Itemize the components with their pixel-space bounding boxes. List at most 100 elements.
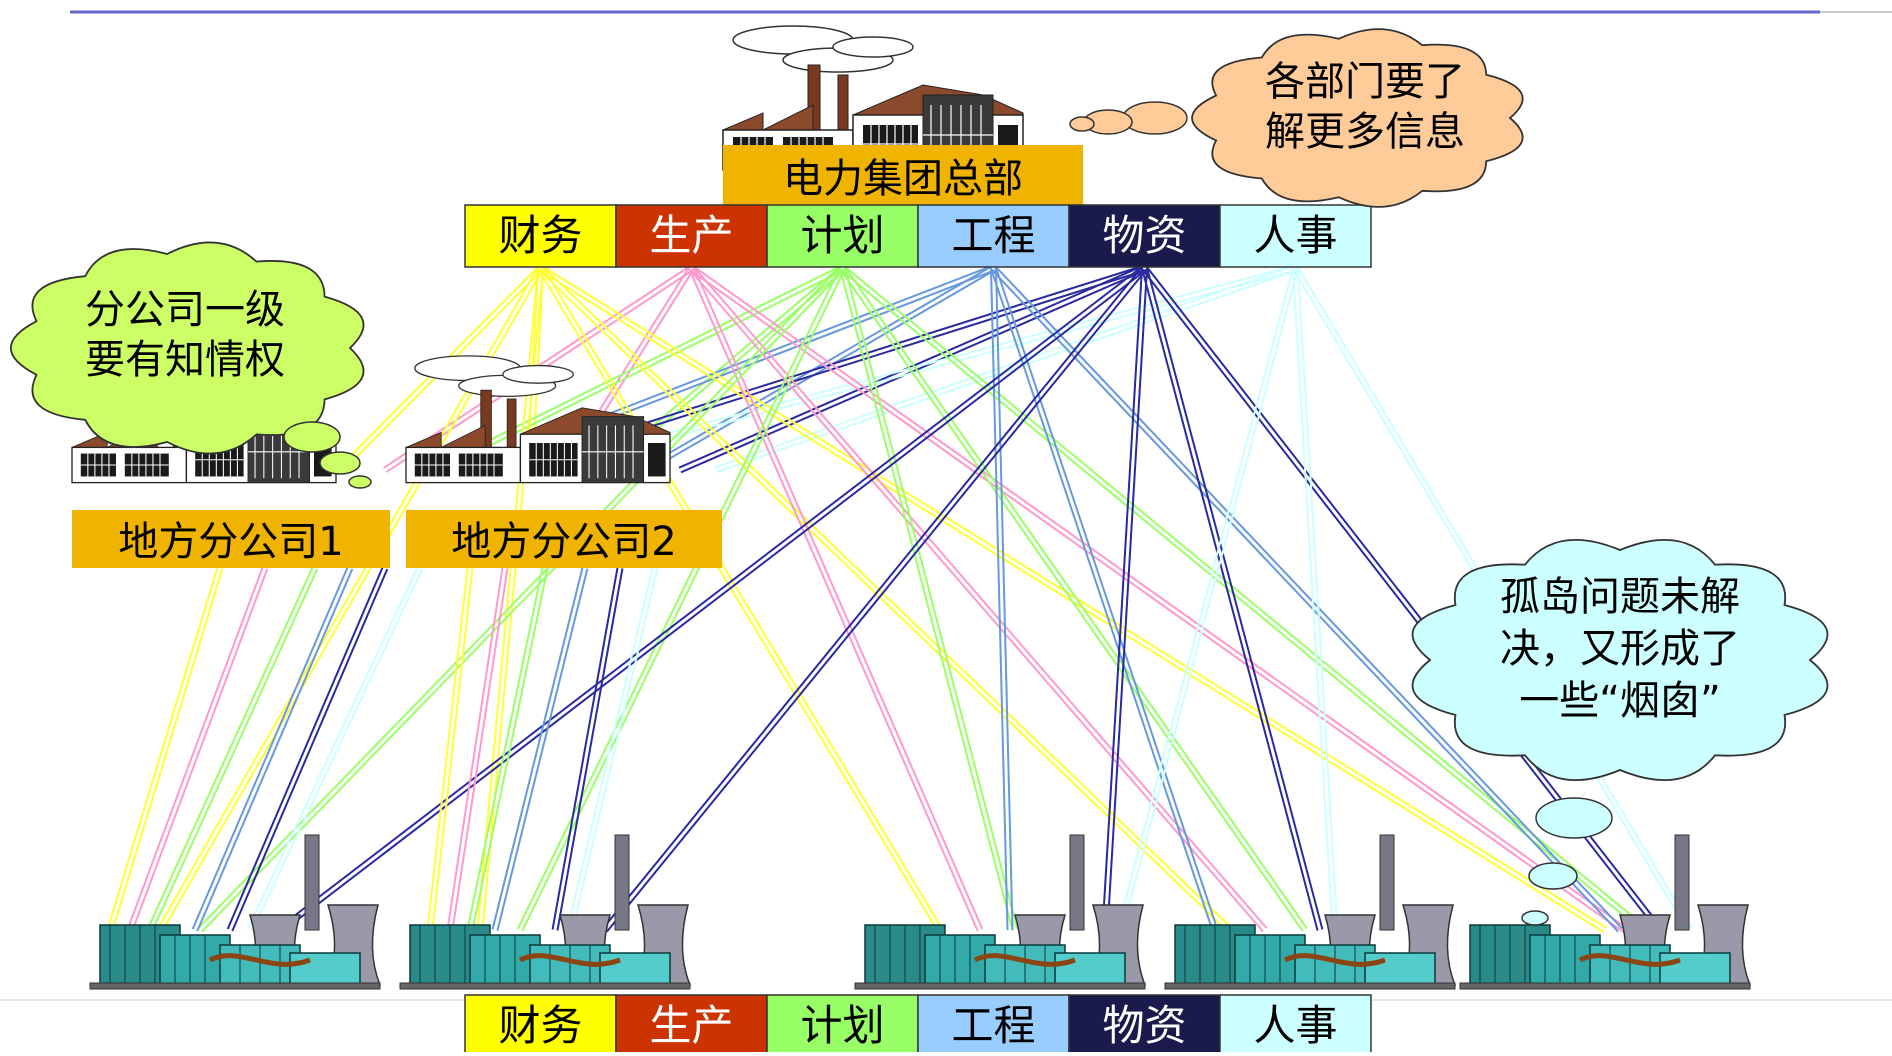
connection-line [541,265,1233,929]
hq-dept-cell-2 [766,204,919,268]
connection-line [1101,267,1144,930]
connection-line [688,268,1264,933]
connection-line [471,568,549,931]
branch-cloud-bubble [348,475,372,489]
connection-line [551,567,619,930]
connection-line [491,567,584,930]
connection-line [843,265,1648,929]
connection-line [571,568,659,931]
connection-line [226,566,384,930]
connection-line [1116,267,1295,930]
connection-line [689,269,1625,933]
plant-dept-cell-2 [766,994,919,1056]
branch1-label: 地方分公司1 [118,519,343,565]
branch-cloud-line-1: 分公司一级 [85,287,285,333]
plants-cloud-bubble [1521,910,1549,926]
plant-dept-label-5: 人事 [1253,1001,1337,1050]
connection-line [606,268,1148,933]
connection-line [839,268,1014,931]
connection-line [1292,268,1334,931]
branch-cloud-bubble [319,451,361,475]
hq-label-bar [723,145,1083,205]
connection-line [131,568,269,932]
hq-dept-label-4: 物资 [1102,211,1186,260]
connection-line [566,567,654,930]
connection-line [1121,268,1299,931]
plant-dept-cell-4 [1068,994,1221,1056]
hq-dept-cell-3 [917,204,1070,268]
connection-line [843,267,1019,930]
branch-thought-cloud: 分公司一级 要有知情权 [9,241,372,489]
plant-dept-cell-0 [464,994,617,1056]
plant-dept-label-1: 生产 [649,1001,733,1050]
connection-line [994,265,1623,929]
hq-dept-cell-1 [615,204,768,268]
hq-thought-cloud: 各部门要了 解更多信息 [1069,28,1524,208]
connection-line [645,269,996,474]
plants-thought-cloud: 孤岛问题未解 决，又形成了 一些“烟囱” [1411,539,1829,926]
connection-line [246,566,419,930]
connection-line [843,265,1308,930]
branch2-label: 地方分公司2 [451,519,676,565]
connection-line [994,266,1219,930]
plant-department-row: 财务生产计划工程物资人事 [464,994,1372,1056]
connection-line [602,265,1144,930]
connection-line [994,267,1014,930]
branch-cloud-outline [9,241,365,455]
connection-line [201,269,846,933]
hq-dept-label-3: 工程 [951,211,1035,260]
connection-line [431,568,474,931]
connection-line [106,566,219,930]
hq-cloud-line-1: 各部门要了 [1265,59,1465,105]
connection-line [451,568,509,931]
plants-cloud-outline [1411,539,1829,781]
connection-line [678,264,1144,469]
connection-line [839,268,1304,933]
hq-cloud-line-2: 解更多信息 [1265,109,1465,155]
hq-dept-label-5: 人事 [1253,211,1337,260]
connection-line [537,268,939,932]
connection-line [280,269,1147,933]
plants-cloud-bubble [1535,797,1613,839]
connection-line [196,568,354,932]
connection-line [111,568,224,932]
connection-line [1106,268,1148,931]
connection-line [151,568,319,932]
connection-line [521,268,846,932]
hq-department-row: 财务生产计划工程物资人事 [464,204,1372,268]
connection-line [126,566,264,930]
plants-cloud-line-3: 一些“烟囱” [1519,678,1720,724]
plant-2-icon [400,835,690,989]
connection-line [433,264,842,469]
branch-cloud-shape [9,241,365,455]
connection-line [990,268,1214,932]
connection-line [146,566,314,930]
plant-dept-label-0: 财务 [498,1001,582,1050]
connection-line [692,265,1268,930]
plant-dept-label-3: 工程 [951,1001,1035,1050]
plant-dept-cell-5 [1219,994,1372,1056]
connection-line [277,265,1144,929]
connection-line [191,566,349,930]
plants-cloud-shape [1411,539,1829,781]
connection-line [446,567,504,930]
hq-dept-cell-4 [1068,204,1221,268]
connection-line [426,567,469,930]
connection-line [556,568,624,931]
hq-cloud-bubble [1122,101,1188,135]
connection-line [840,269,1645,933]
connection-line [692,265,1628,929]
plants-cloud-line-2: 决，又形成了 [1500,626,1740,672]
connection-line [643,264,993,469]
plant-dept-cell-1 [615,994,768,1056]
connection-line [1296,267,1339,930]
connection-line [541,265,1607,929]
hq-dept-cell-5 [1219,204,1372,268]
connection-line [990,269,1619,933]
connection-line [990,268,1009,931]
connection-line [435,269,845,474]
connection-line [231,568,389,932]
connection-line [692,266,984,930]
